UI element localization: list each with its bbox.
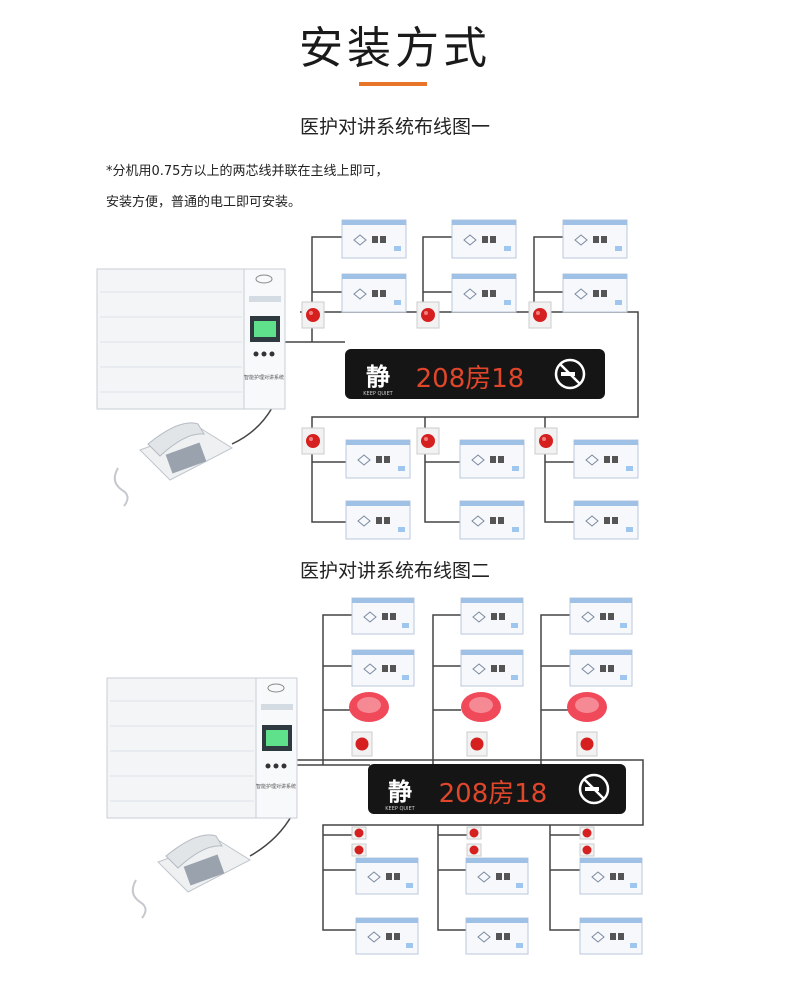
bed-terminal bbox=[451, 219, 517, 259]
bed-terminal bbox=[569, 597, 633, 635]
corridor-light-icon bbox=[567, 692, 607, 722]
bed-terminal bbox=[579, 857, 643, 895]
display-quiet-char: 静 bbox=[388, 778, 412, 806]
bed-terminal bbox=[345, 500, 411, 540]
bed-terminal bbox=[573, 439, 639, 479]
emergency-button-icon bbox=[416, 427, 440, 455]
install-note-line2: 安装方便，普通的电工即可安装。 bbox=[106, 195, 302, 210]
emergency-button-icon bbox=[579, 826, 595, 840]
bed-terminal bbox=[569, 649, 633, 687]
bed-terminal bbox=[451, 273, 517, 313]
bed-terminal bbox=[355, 857, 419, 895]
display-room-text: 208房18 bbox=[416, 364, 525, 394]
display-quiet-char: 静 bbox=[366, 363, 390, 391]
page-title: 安装方式 bbox=[299, 23, 491, 74]
bed-terminal bbox=[460, 649, 524, 687]
emergency-button-icon bbox=[528, 301, 552, 329]
nurse-station-host: 智能护理对讲系统 bbox=[106, 677, 298, 819]
bed-terminal bbox=[465, 857, 529, 895]
no-smoking-icon bbox=[554, 358, 586, 390]
emergency-button-icon bbox=[466, 826, 482, 840]
bed-terminal bbox=[573, 500, 639, 540]
led-corridor-display: 静 KEEP QUIET 208房18 bbox=[368, 764, 626, 814]
bed-terminal bbox=[562, 219, 628, 259]
install-note-line1: *分机用0.75方以上的两芯线并联在主线上即可， bbox=[106, 164, 389, 179]
bed-terminal bbox=[355, 917, 419, 955]
emergency-button-icon bbox=[351, 826, 367, 840]
display-keep-quiet: KEEP QUIET bbox=[363, 391, 393, 397]
bed-terminal bbox=[459, 500, 525, 540]
diagram1-subtitle: 医护对讲系统布线图一 bbox=[299, 116, 490, 138]
bed-terminal bbox=[341, 219, 407, 259]
nurse-station-host: 智能护理对讲系统 bbox=[96, 268, 286, 410]
bed-terminal bbox=[562, 273, 628, 313]
emergency-button-icon bbox=[301, 427, 325, 455]
display-keep-quiet: KEEP QUIET bbox=[385, 806, 415, 812]
bed-terminal bbox=[351, 597, 415, 635]
emergency-button-icon bbox=[301, 301, 325, 329]
no-smoking-icon bbox=[578, 773, 610, 805]
bed-terminal bbox=[460, 597, 524, 635]
corridor-light-icon bbox=[461, 692, 501, 722]
corridor-light-icon bbox=[349, 692, 389, 722]
title-underline bbox=[359, 82, 427, 86]
emergency-button-icon bbox=[416, 301, 440, 329]
bed-terminal bbox=[345, 439, 411, 479]
host-panel-label: 智能护理对讲系统 bbox=[256, 783, 296, 790]
bed-terminal bbox=[351, 649, 415, 687]
bed-terminal bbox=[459, 439, 525, 479]
emergency-button-icon bbox=[576, 731, 598, 757]
bed-terminal bbox=[341, 273, 407, 313]
emergency-button-icon bbox=[579, 843, 595, 857]
wiring-diagram-2: 智能护理对讲系统 静 KEEP QUIET 208房18 bbox=[106, 597, 644, 955]
telephone-icon bbox=[131, 834, 252, 919]
bed-terminal bbox=[579, 917, 643, 955]
emergency-button-icon bbox=[534, 427, 558, 455]
wiring-diagram-1: 智能护理对讲系统 静 KEEP QUIET 208房18 bbox=[96, 219, 639, 540]
emergency-button-icon bbox=[466, 843, 482, 857]
telephone-icon bbox=[113, 422, 234, 507]
emergency-button-icon bbox=[351, 843, 367, 857]
emergency-button-icon bbox=[351, 731, 373, 757]
display-room-text: 208房18 bbox=[439, 779, 548, 809]
emergency-button-icon bbox=[466, 731, 488, 757]
diagram2-subtitle: 医护对讲系统布线图二 bbox=[299, 560, 490, 582]
bed-terminal bbox=[465, 917, 529, 955]
host-panel-label: 智能护理对讲系统 bbox=[244, 374, 284, 381]
led-corridor-display: 静 KEEP QUIET 208房18 bbox=[345, 349, 605, 399]
